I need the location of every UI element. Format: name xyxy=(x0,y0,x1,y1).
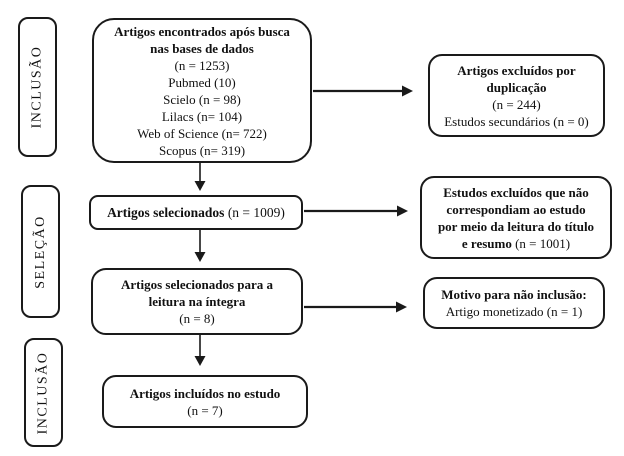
box-not-included-reason: Motivo para não inclusão: Artigo monetiz… xyxy=(423,277,605,329)
box-count: (n = 244) xyxy=(492,96,541,112)
box-articles-selected: Artigos selecionados (n = 1009) xyxy=(89,195,303,230)
stage-label-text: SELEÇÃO xyxy=(32,214,48,289)
box-title-line: Motivo para não inclusão: xyxy=(441,287,587,302)
arrow-right-found-to-excluded-dup-icon xyxy=(313,85,413,97)
box-title-line: correspondiam ao estudo xyxy=(446,201,586,217)
arrow-down-found-to-selected-icon xyxy=(194,163,206,191)
box-count: (n = 1253) xyxy=(174,57,230,73)
source-item: Pubmed (10) xyxy=(168,74,236,90)
box-title-line: por meio da leitura do título xyxy=(437,218,595,234)
box-note: Estudos secundários (n = 0) xyxy=(444,113,589,129)
box-title: e resumo xyxy=(461,235,512,251)
box-title-line: Artigos selecionados (n = 1009) xyxy=(107,204,285,221)
box-title-line: nas bases de dados xyxy=(150,40,254,56)
stage-label-text: INCLUSÃO xyxy=(35,351,51,434)
box-articles-found: Artigos encontrados após busca nas bases… xyxy=(92,18,312,163)
arrow-right-fulltext-to-not-included-icon xyxy=(304,301,407,313)
box-excluded-screening: Estudos excluídos que não correspondiam … xyxy=(420,176,612,259)
box-title-line: Artigos selecionados para a xyxy=(120,277,274,292)
box-title-line: Estudos excluídos que não xyxy=(443,184,589,200)
box-title-line: Artigos excluídos por xyxy=(457,62,576,78)
box-articles-fulltext: Artigos selecionados para a leitura na í… xyxy=(91,268,303,335)
box-title-line: leitura na íntegra xyxy=(148,294,246,309)
arrow-right-selected-to-excluded-screen-icon xyxy=(304,205,408,217)
box-title-line: Artigos incluídos no estudo xyxy=(129,385,281,401)
box-count: (n = 8) xyxy=(179,311,215,326)
stage-label-selecao: SELEÇÃO xyxy=(21,185,60,318)
box-title: Artigos selecionados xyxy=(107,205,225,220)
box-count: (n = 1009) xyxy=(227,205,285,220)
box-title-line: Artigos encontrados após busca xyxy=(114,23,290,39)
box-count: (n = 1001) xyxy=(515,235,571,251)
source-item: Web of Science (n= 722) xyxy=(137,125,267,141)
stage-label-inclusao-top: INCLUSÃO xyxy=(18,17,57,157)
arrow-down-fulltext-to-included-icon xyxy=(194,335,206,366)
source-item: Scopus (n= 319) xyxy=(158,142,246,158)
box-title-line: e resumo (n = 1001) xyxy=(462,235,570,252)
source-item: Scielo (n = 98) xyxy=(163,91,241,107)
box-count: (n = 7) xyxy=(187,402,223,418)
arrow-down-selected-to-fulltext-icon xyxy=(194,230,206,262)
stage-label-text: INCLUSÃO xyxy=(29,45,45,129)
stage-label-inclusao-bottom: INCLUSÃO xyxy=(24,338,63,447)
box-note: Artigo monetizado (n = 1) xyxy=(445,304,583,319)
box-articles-included: Artigos incluídos no estudo (n = 7) xyxy=(102,375,308,428)
box-title-line: duplicação xyxy=(486,79,547,95)
source-item: Lilacs (n= 104) xyxy=(161,108,243,124)
box-excluded-duplicates: Artigos excluídos por duplicação (n = 24… xyxy=(428,54,605,137)
